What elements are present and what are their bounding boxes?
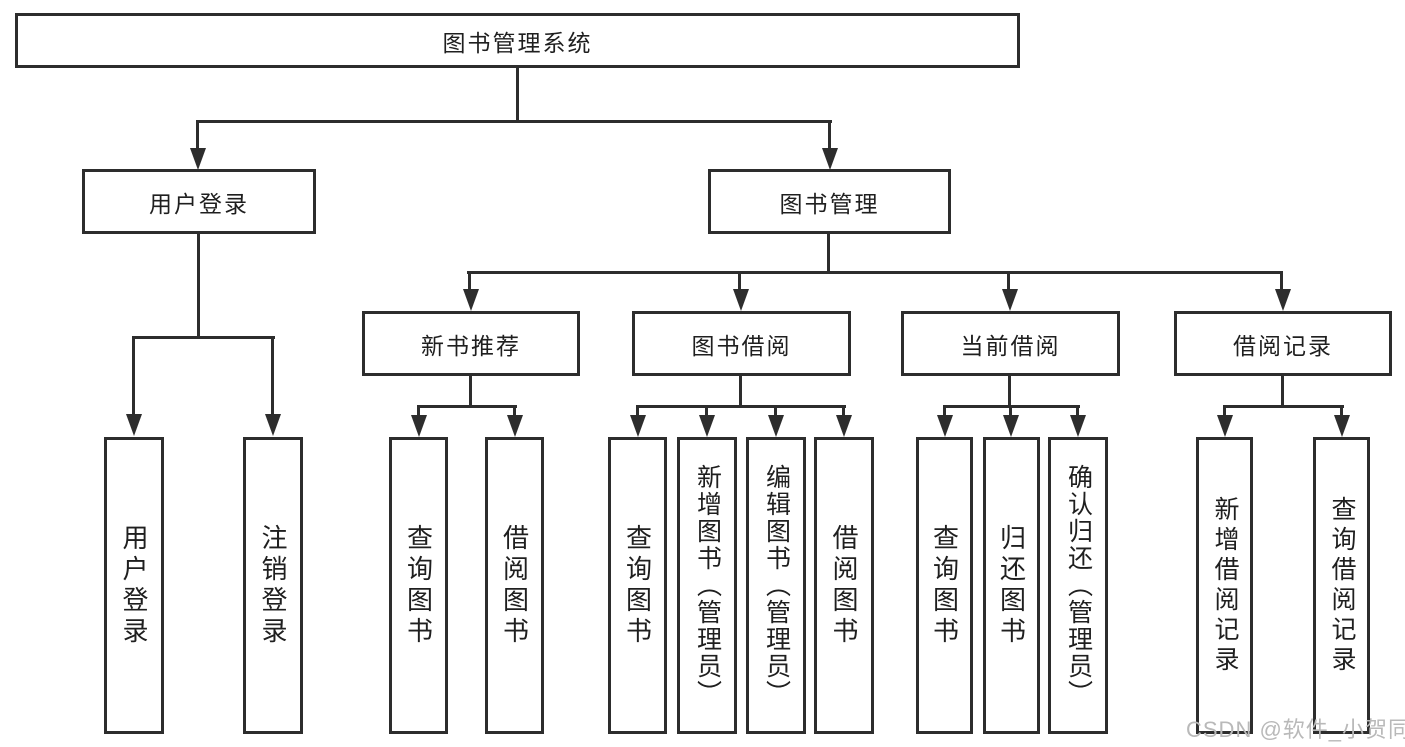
- leaf-label: 注销登录: [258, 523, 288, 648]
- connector-line: [705, 405, 708, 417]
- leaf-return-books: 归还图书: [983, 437, 1040, 734]
- leaf-label: 查询图书: [403, 523, 434, 648]
- node-user-login: 用户登录: [82, 169, 316, 234]
- arrowhead-icon: [1334, 415, 1350, 437]
- leaf-label: 新增图书（管理员）: [693, 464, 722, 707]
- leaf-label: 编辑图书（管理员）: [762, 464, 791, 707]
- connector-line: [636, 405, 639, 417]
- connector-line: [1281, 376, 1284, 408]
- node-library-system: 图书管理系统: [15, 13, 1020, 68]
- connector-line: [1008, 376, 1011, 408]
- leaf-confirm-return-admin: 确认归还（管理员）: [1048, 437, 1108, 734]
- node-borrowing-records: 借阅记录: [1174, 311, 1392, 376]
- arrowhead-icon: [699, 415, 715, 437]
- connector-line: [417, 405, 517, 408]
- arrowhead-icon: [1003, 415, 1019, 437]
- connector-line: [469, 376, 472, 408]
- arrowhead-icon: [1002, 289, 1018, 311]
- leaf-borrow-books: 借阅图书: [814, 437, 874, 734]
- connector-line: [636, 405, 846, 408]
- arrowhead-icon: [1275, 289, 1291, 311]
- leaf-label: 用户登录: [119, 523, 149, 648]
- leaf-label: 借阅图书: [499, 523, 530, 648]
- leaf-user-login: 用户登录: [104, 437, 164, 734]
- leaf-label: 确认归还（管理员）: [1064, 464, 1093, 707]
- connector-line: [1280, 271, 1283, 291]
- connector-line: [516, 68, 519, 121]
- connector-line: [417, 405, 420, 417]
- arrowhead-icon: [507, 415, 523, 437]
- leaf-logout: 注销登录: [243, 437, 303, 734]
- leaf-query-books-recommend: 查询图书: [389, 437, 448, 734]
- arrowhead-icon: [411, 415, 427, 437]
- connector-line: [1223, 405, 1344, 408]
- arrowhead-icon: [630, 415, 646, 437]
- connector-line: [468, 271, 471, 291]
- connector-line: [197, 233, 200, 339]
- arrowhead-icon: [463, 289, 479, 311]
- connector-line: [133, 336, 275, 339]
- connector-line: [1009, 405, 1012, 417]
- leaf-edit-books-admin: 编辑图书（管理员）: [746, 437, 806, 734]
- arrowhead-icon: [190, 148, 206, 170]
- arrowhead-icon: [126, 414, 142, 436]
- leaf-borrow-books-recommend: 借阅图书: [485, 437, 544, 734]
- arrowhead-icon: [836, 415, 852, 437]
- connector-line: [738, 271, 741, 291]
- leaf-label: 借阅图书: [829, 523, 859, 648]
- arrowhead-icon: [822, 148, 838, 170]
- leaf-label: 查询借阅记录: [1328, 495, 1356, 676]
- connector-line: [1007, 271, 1010, 291]
- connector-line: [197, 120, 832, 123]
- arrowhead-icon: [937, 415, 953, 437]
- connector-line: [739, 376, 742, 408]
- node-book-borrowing: 图书借阅: [632, 311, 851, 376]
- leaf-label: 新增借阅记录: [1211, 495, 1239, 676]
- arrowhead-icon: [733, 289, 749, 311]
- connector-line: [943, 405, 946, 417]
- leaf-query-borrow-record: 查询借阅记录: [1313, 437, 1370, 734]
- csdn-watermark: CSDN @软件_小贺同学: [1186, 717, 1405, 742]
- connector-line: [827, 233, 830, 274]
- arrowhead-icon: [1070, 415, 1086, 437]
- arrowhead-icon: [1217, 415, 1233, 437]
- connector-line: [1340, 405, 1343, 417]
- leaf-query-books-current: 查询图书: [916, 437, 973, 734]
- leaf-add-books-admin: 新增图书（管理员）: [677, 437, 737, 734]
- node-book-management: 图书管理: [708, 169, 951, 234]
- connector-line: [271, 336, 274, 416]
- node-new-book-recommend: 新书推荐: [362, 311, 580, 376]
- leaf-label: 归还图书: [996, 523, 1027, 648]
- leaf-add-borrow-record: 新增借阅记录: [1196, 437, 1253, 734]
- connector-line: [132, 336, 135, 416]
- leaf-label: 查询图书: [622, 523, 653, 648]
- leaf-label: 查询图书: [929, 523, 960, 648]
- connector-line: [1076, 405, 1079, 417]
- connector-line: [774, 405, 777, 417]
- connector-line: [842, 405, 845, 417]
- arrowhead-icon: [768, 415, 784, 437]
- connector-line: [467, 271, 1283, 274]
- leaf-query-books-borrow: 查询图书: [608, 437, 667, 734]
- connector-line: [1223, 405, 1226, 417]
- connector-line: [196, 120, 199, 148]
- connector-line: [513, 405, 516, 417]
- arrowhead-icon: [265, 414, 281, 436]
- node-current-borrowing: 当前借阅: [901, 311, 1120, 376]
- connector-line: [828, 120, 831, 148]
